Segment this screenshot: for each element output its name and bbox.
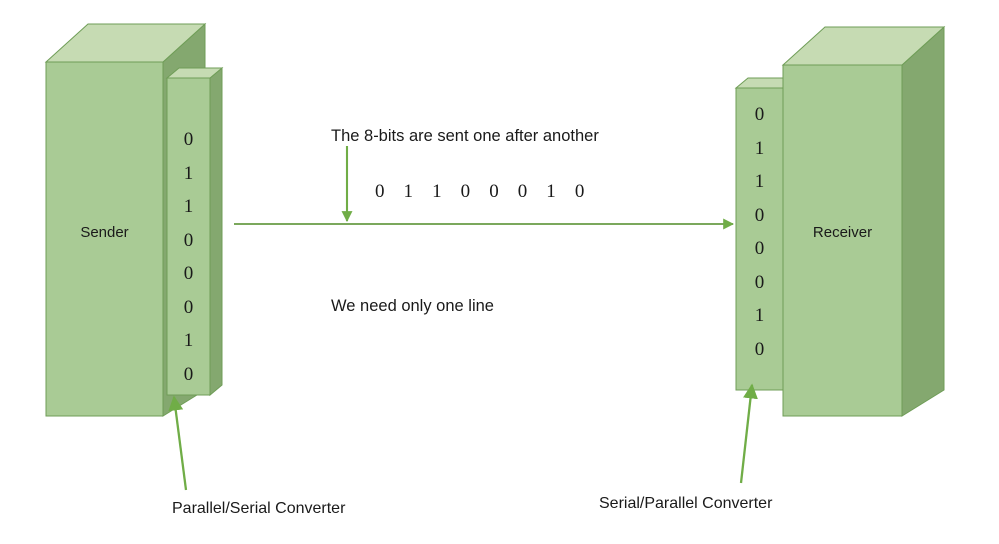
sender-bit: 0 xyxy=(183,296,194,318)
sender-bit: 0 xyxy=(183,229,194,251)
serial-parallel-converter-arrow xyxy=(739,383,758,484)
sender-bit: 0 xyxy=(183,263,194,284)
receiver-bit: 1 xyxy=(754,305,765,326)
receiver-bit-column: 0 1 1 0 0 0 1 0 xyxy=(736,98,783,366)
sender-bit: 0 xyxy=(183,363,194,385)
sender-bit: 1 xyxy=(183,330,194,351)
receiver-bit: 1 xyxy=(754,137,765,159)
sender-bit: 0 xyxy=(183,129,194,150)
receiver-bit: 0 xyxy=(754,104,765,125)
parallel-serial-converter-label: Parallel/Serial Converter xyxy=(172,500,346,517)
receiver-bit: 1 xyxy=(754,171,765,192)
receiver-bit: 0 xyxy=(754,238,765,259)
sender-bit-column: 0 1 1 0 0 0 1 0 xyxy=(167,123,210,391)
receiver-bit: 0 xyxy=(754,204,765,226)
receiver-main-box xyxy=(781,25,946,417)
bits-sent-note: The 8-bits are sent one after another xyxy=(331,127,599,145)
one-line-note: We need only one line xyxy=(331,297,494,315)
receiver-bit: 0 xyxy=(754,338,765,360)
sender-bit: 1 xyxy=(183,162,194,184)
receiver-bit: 0 xyxy=(754,271,765,293)
serial-parallel-converter-label: Serial/Parallel Converter xyxy=(599,495,773,512)
sender-label: Sender xyxy=(80,224,129,241)
sender-bit: 1 xyxy=(183,196,194,217)
sender-bit-column-box xyxy=(165,66,224,397)
parallel-serial-converter-arrow xyxy=(168,395,188,491)
serial-bit-stream: 0 1 1 0 0 0 1 0 xyxy=(375,181,586,202)
receiver-label: Receiver xyxy=(812,224,873,241)
